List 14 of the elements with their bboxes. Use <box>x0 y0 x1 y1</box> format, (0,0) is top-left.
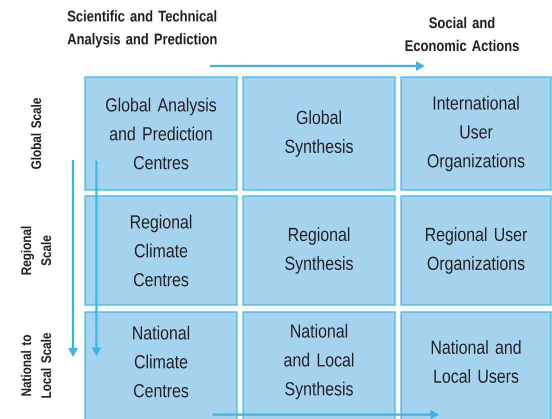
grid-cell: Global Synthesis <box>242 76 396 191</box>
grid-cell: Global Analysis and Prediction Centres <box>84 76 238 191</box>
grid-cell: Regional Climate Centres <box>84 195 238 306</box>
grid-cell: Regional Synthesis <box>242 195 396 306</box>
row-heading: Regional Scale <box>20 226 52 274</box>
grid-cell: Regional User Organizations <box>400 195 552 306</box>
grid-cell: National and Local Users <box>400 311 552 419</box>
grid-cell: International User Organizations <box>400 76 552 191</box>
grid-cell: National Climate Centres <box>84 311 238 419</box>
column-heading: Scientific and Technical Analysis and Prediction <box>68 10 217 48</box>
row-heading: Global Scale <box>30 98 42 169</box>
grid-cell: National and Local Synthesis <box>242 311 396 419</box>
column-heading: Social and Economic Actions <box>406 16 519 52</box>
row-heading: National to Local Scale <box>20 332 52 398</box>
